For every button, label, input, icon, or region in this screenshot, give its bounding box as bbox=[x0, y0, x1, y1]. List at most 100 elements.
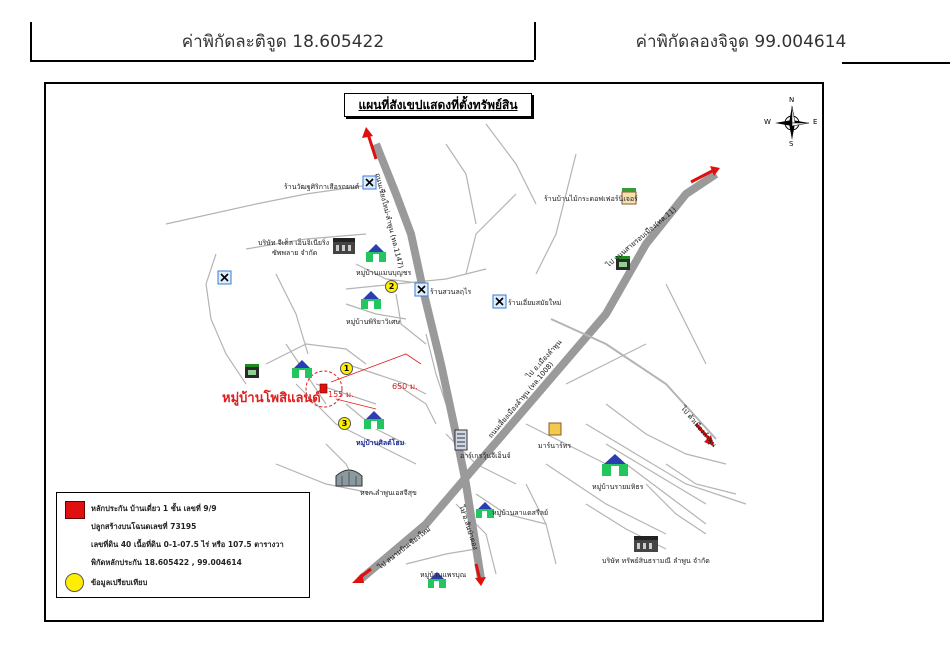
comparison-point-1: 1 bbox=[340, 362, 353, 375]
arrow-icon bbox=[474, 563, 486, 586]
street bbox=[295, 383, 417, 465]
street bbox=[605, 403, 727, 465]
compass-south-label: S bbox=[789, 140, 794, 148]
factory-icon bbox=[634, 536, 658, 552]
road-to-lamphun bbox=[550, 318, 717, 440]
street bbox=[535, 153, 577, 275]
street bbox=[665, 283, 707, 365]
street bbox=[665, 463, 737, 495]
store-icon bbox=[616, 256, 630, 270]
street bbox=[625, 463, 707, 525]
village-icon bbox=[366, 244, 386, 262]
place-label: ร้านเอี่ยมสมัยใหม่ bbox=[508, 299, 562, 307]
shop-icon bbox=[492, 294, 507, 309]
street bbox=[345, 303, 407, 320]
street bbox=[605, 443, 707, 505]
place-label: อาร์เกรวุ้นจีเอ็นจ์ bbox=[460, 452, 511, 460]
place-label: บริษัท จีเด็ล เอ็นจิเนียริ่ง bbox=[258, 239, 330, 247]
map-frame: แผนที่สังเขปแสดงที่ตั้งทรัพย์สิน N S E W… bbox=[44, 82, 824, 622]
divider bbox=[534, 22, 536, 60]
divider bbox=[30, 60, 534, 62]
legend-comparison-marker bbox=[65, 573, 84, 592]
place-label: ร้านวัฒฐศิริกาเสือรถยนต์ bbox=[284, 183, 360, 191]
map-canvas bbox=[165, 123, 747, 588]
place-label: ซัพพลาย จำกัด bbox=[272, 249, 318, 257]
street bbox=[395, 383, 437, 425]
distance-label: 650 ม. bbox=[392, 382, 418, 391]
street bbox=[525, 423, 607, 465]
comparison-point-2: 2 bbox=[385, 280, 398, 293]
compass-icon bbox=[775, 105, 810, 140]
street bbox=[585, 423, 747, 505]
coordinate-bar: ค่าพิกัดละติจูด 18.605422 ค่าพิกัดลองจิจ… bbox=[0, 22, 950, 70]
warehouse-icon bbox=[335, 469, 363, 487]
place-label: หมู่บ้านพิริยาวิเศษ bbox=[346, 318, 401, 326]
street bbox=[165, 183, 377, 225]
place-label: บริษัท ทรัพย์สินธรามณี ลำพูน จำกัด bbox=[602, 557, 710, 565]
street bbox=[565, 343, 647, 385]
building-icon bbox=[548, 422, 562, 436]
street bbox=[465, 193, 517, 275]
legend-line: หลักประกัน บ้านเดี่ยว 1 ชั้น เลขที่ 9/9 bbox=[91, 504, 217, 513]
longitude-label: ค่าพิกัดลองจิจูด 99.004614 bbox=[635, 31, 847, 52]
arrow-icon bbox=[690, 166, 720, 184]
shop-icon bbox=[414, 282, 429, 297]
street bbox=[645, 483, 707, 535]
legend-collateral-marker bbox=[65, 501, 85, 519]
village-icon bbox=[361, 291, 381, 309]
legend-line: ปลูกสร้างบนโฉนดเลขที่ 73195 bbox=[91, 522, 197, 531]
arrow-icon bbox=[362, 127, 378, 160]
street bbox=[455, 503, 497, 575]
street bbox=[525, 483, 557, 565]
street bbox=[275, 273, 309, 355]
street bbox=[245, 233, 367, 250]
compass-north-label: N bbox=[789, 96, 795, 104]
street bbox=[425, 333, 447, 405]
map-legend: หลักประกัน บ้านเดี่ยว 1 ชั้น เลขที่ 9/9 … bbox=[56, 492, 310, 598]
divider bbox=[842, 62, 950, 64]
building-icon bbox=[454, 429, 468, 451]
street bbox=[355, 263, 427, 285]
place-label: หจก.ลำพูนเอสจีสุข bbox=[360, 489, 417, 497]
comparison-point-3: 3 bbox=[338, 417, 351, 430]
village-icon bbox=[476, 502, 494, 518]
street bbox=[275, 463, 377, 495]
village-icon bbox=[428, 572, 446, 588]
map-title: แผนที่สังเขปแสดงที่ตั้งทรัพย์สิน bbox=[344, 93, 532, 117]
street bbox=[345, 363, 427, 395]
street bbox=[545, 463, 667, 535]
compass-west-label: W bbox=[764, 118, 771, 126]
factory-icon bbox=[333, 238, 355, 254]
compass-rose: N S E W bbox=[764, 96, 820, 148]
store-icon bbox=[621, 188, 637, 205]
place-label: หมู่บ้านแพรบุณ bbox=[420, 571, 467, 579]
highway-bypass bbox=[358, 170, 719, 583]
street bbox=[265, 343, 367, 365]
store-icon bbox=[245, 364, 259, 378]
street bbox=[445, 143, 477, 225]
latitude-label: ค่าพิกัดละติจูด 18.605422 bbox=[181, 31, 385, 52]
street bbox=[395, 293, 427, 345]
street bbox=[405, 548, 477, 565]
arrow-icon bbox=[352, 567, 372, 583]
village-icon bbox=[602, 454, 628, 476]
compass-east-label: E bbox=[813, 118, 818, 126]
village-icon bbox=[364, 411, 384, 429]
legend-line: ข้อมูลเปรียบเทียบ bbox=[91, 578, 148, 587]
arrow-icon bbox=[694, 423, 714, 446]
street bbox=[475, 493, 547, 525]
legend-line: พิกัดหลักประกัน 18.605422 , 99.004614 bbox=[91, 558, 242, 567]
place-label: มาร์นาร์ทร bbox=[538, 442, 572, 450]
place-label: หมู่บ้านรายมหิธร bbox=[592, 483, 644, 491]
property-marker bbox=[305, 353, 422, 410]
shop-icon bbox=[362, 175, 377, 190]
street bbox=[205, 253, 247, 385]
legend-line: เลขที่ดิน 40 เนื้อที่ดิน 0-1-07.5 ไร่ หร… bbox=[91, 540, 284, 549]
place-label: หมู่บ้านแมนบุญชร bbox=[356, 269, 412, 277]
village-icon bbox=[292, 360, 312, 378]
shop-icon bbox=[217, 270, 232, 285]
subject-village-label: หมู่บ้านโพสิแลนด์ bbox=[222, 391, 321, 406]
place-label: ร้านสวนลฤไร bbox=[430, 288, 472, 296]
divider bbox=[30, 22, 32, 60]
place-label: หมู่บ้านศิลต์โฮม bbox=[356, 439, 405, 447]
